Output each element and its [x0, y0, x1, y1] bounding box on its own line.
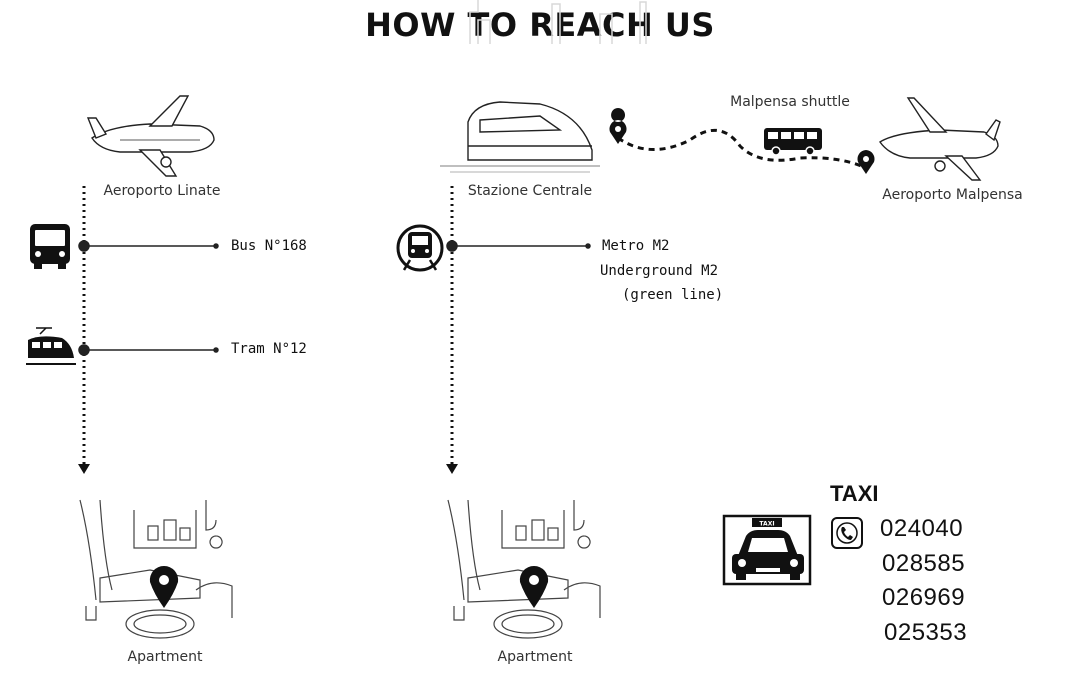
svg-text:TAXI: TAXI — [759, 521, 774, 528]
apartment-label-right: Apartment — [497, 649, 573, 665]
place-label-malpensa: Aeroporto Malpensa — [882, 187, 1023, 203]
route-label-bus: Bus N°168 — [231, 238, 307, 254]
route-label-tram: Tram N°12 — [231, 341, 307, 357]
shuttle-bus-icon — [764, 128, 822, 156]
arrow-down-icon — [78, 464, 90, 474]
tram-icon — [26, 327, 76, 365]
apartment-interior-icon — [79, 499, 233, 639]
apartment-interior-icon — [447, 499, 601, 639]
skyline-decoration — [469, 0, 647, 44]
taxi-title: TAXI — [830, 481, 879, 506]
apartment-label-left: Apartment — [127, 649, 203, 665]
place-label-centrale: Stazione Centrale — [467, 183, 593, 199]
metro-icon — [396, 224, 444, 272]
route-label-underground: Underground M2 — [600, 263, 719, 279]
location-pin-icon — [609, 108, 627, 144]
arrow-down-icon — [446, 464, 458, 474]
location-pin-icon — [519, 565, 549, 608]
place-label-linate: Aeroporto Linate — [103, 183, 221, 199]
shuttle-label: Malpensa shuttle — [730, 94, 850, 110]
page-title: HOW TO REACH US — [365, 6, 715, 44]
airplane-icon — [878, 97, 1001, 181]
shuttle-route-path — [617, 128, 867, 170]
high-speed-train-icon — [440, 101, 600, 173]
taxi-icon: TAXI — [722, 514, 812, 586]
location-pin-icon — [149, 565, 179, 608]
route-label-metro: Metro M2 — [602, 238, 670, 254]
location-pin-icon — [857, 150, 875, 174]
taxi-number[interactable]: 024040 — [880, 515, 964, 542]
airplane-icon — [86, 95, 215, 177]
bus-icon — [30, 224, 70, 269]
phone-icon — [831, 517, 863, 549]
route-label-green-line: (green line) — [622, 287, 724, 303]
taxi-number[interactable]: 026969 — [882, 584, 966, 611]
taxi-number[interactable]: 028585 — [882, 550, 966, 577]
taxi-number[interactable]: 025353 — [884, 619, 968, 646]
